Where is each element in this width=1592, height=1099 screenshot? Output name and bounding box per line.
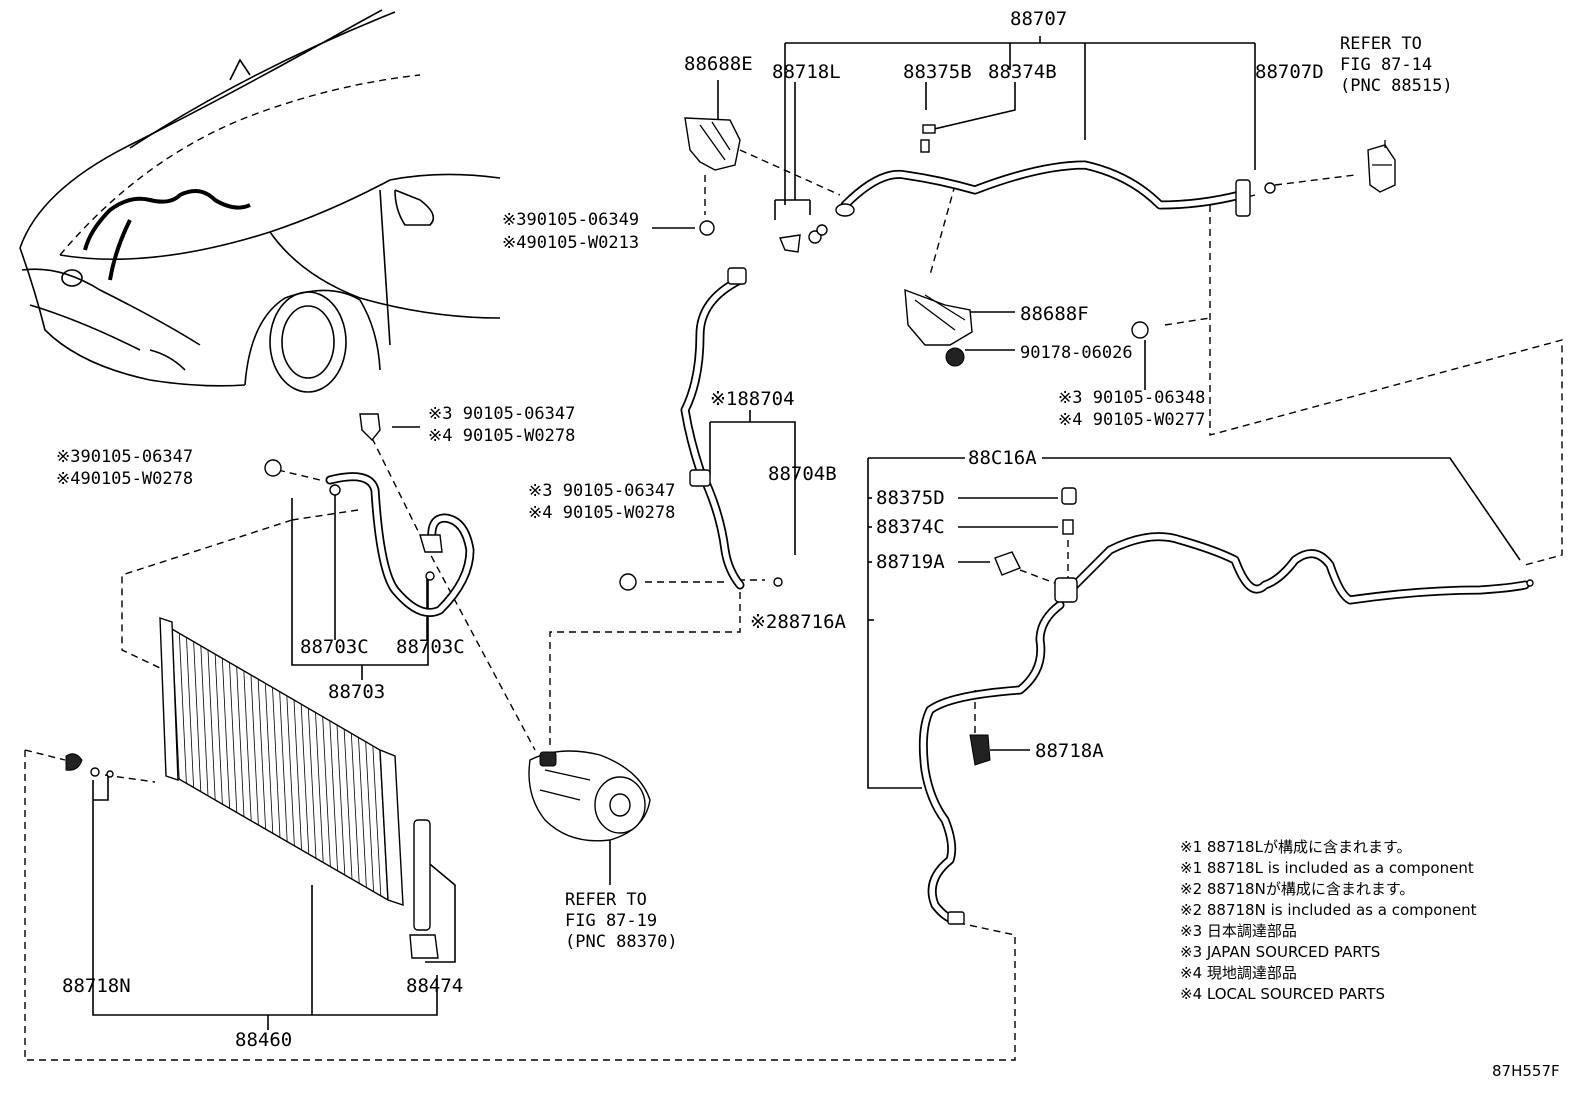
- label-88375D: 88375D: [876, 487, 945, 509]
- condenser-fin: [186, 637, 194, 788]
- label-88703C-1: 88703C: [300, 636, 369, 658]
- pipe-88707: [779, 124, 1276, 253]
- note-4-jp: ※4 現地調達部品: [1180, 964, 1297, 982]
- condenser-fin: [372, 745, 382, 896]
- label-88707: 88707: [1010, 8, 1067, 30]
- condenser-fin: [336, 724, 346, 876]
- label-88374C: 88374C: [876, 516, 945, 538]
- note-1-en: ※1 88718L is included as a component: [1180, 859, 1474, 877]
- label-88375B: 88375B: [903, 61, 972, 83]
- condenser-fin: [207, 649, 216, 801]
- condenser-fin: [343, 729, 353, 880]
- condenser-fin: [257, 679, 266, 830]
- label-88703C-2: 88703C: [396, 636, 465, 658]
- condenser-fin: [272, 687, 281, 838]
- condenser-fin: [243, 670, 252, 821]
- condenser-fin: [322, 716, 331, 867]
- refer-block-88515: [1367, 140, 1396, 193]
- label-bolt-W0213: ※490105-W0213: [502, 233, 639, 253]
- label-88719A: 88719A: [876, 551, 945, 573]
- compressor: [528, 750, 651, 842]
- label-88704B: 88704B: [768, 463, 837, 485]
- label-88716A: ※288716A: [750, 611, 847, 633]
- label-bolt-W0278-b: ※490105-W0278: [56, 469, 193, 489]
- condenser-fin: [250, 674, 259, 826]
- note-1-jp: ※1 88718Lが構成に含まれます。: [1180, 838, 1411, 856]
- part-labels: 88707 88688E 88718L 88375B 88374B 88707D…: [56, 8, 1453, 1051]
- condenser-fin: [365, 741, 374, 892]
- condenser-fin: [286, 695, 295, 846]
- condenser-fin: [358, 737, 367, 888]
- condenser-fin: [214, 654, 223, 805]
- label-88374B: 88374B: [988, 61, 1057, 83]
- refer-b-line3: (PNC 88370): [565, 932, 678, 952]
- note-2-en: ※2 88718N is included as a component: [1180, 901, 1477, 919]
- hose-88703: [264, 413, 475, 617]
- condenser-fin: [315, 712, 324, 863]
- label-bolt-06348: ※3 90105-06348: [1058, 388, 1205, 408]
- bracket-88688F: [904, 288, 1149, 367]
- hose-88704: [619, 267, 783, 591]
- label-bolt-06347-b: ※390105-06347: [56, 447, 193, 467]
- label-88703: 88703: [328, 681, 385, 703]
- refer-b-line1: REFER TO: [565, 890, 647, 910]
- condenser-fin: [279, 691, 288, 842]
- note-3-jp: ※3 日本調達部品: [1180, 922, 1297, 940]
- condenser-fin: [350, 733, 360, 884]
- condenser-fin: [300, 704, 310, 855]
- refer-a-line3: (PNC 88515): [1340, 76, 1453, 96]
- label-bolt-W0278-c: ※4 90105-W0278: [428, 426, 575, 446]
- label-bolt-06347-a: ※3 90105-06347: [528, 481, 675, 501]
- label-88704: ※188704: [710, 388, 795, 410]
- condenser-fin: [236, 666, 245, 817]
- bracket-88688E: [684, 117, 741, 236]
- label-88460: 88460: [235, 1029, 292, 1051]
- note-4-en: ※4 LOCAL SOURCED PARTS: [1180, 985, 1385, 1003]
- condenser-fin: [200, 645, 209, 796]
- condenser-fin: [178, 633, 187, 784]
- condenser-88460: [65, 617, 439, 959]
- refer-a-line2: FIG 87-14: [1340, 55, 1432, 75]
- label-88688E: 88688E: [684, 53, 753, 75]
- condenser-fin: [193, 641, 202, 792]
- label-bolt-W0277: ※4 90105-W0277: [1058, 410, 1205, 430]
- label-bolt-W0278-a: ※4 90105-W0278: [528, 503, 675, 523]
- condenser-fin: [264, 683, 274, 834]
- label-88688F: 88688F: [1020, 303, 1089, 325]
- condenser-fin: [307, 708, 317, 859]
- condenser-fin: [293, 699, 302, 851]
- label-88718L: 88718L: [772, 61, 841, 83]
- footnotes: ※1 88718Lが構成に含まれます。 ※1 88718L is include…: [1180, 838, 1477, 1003]
- condenser-fin: [221, 658, 230, 809]
- condenser-fin: [229, 662, 238, 813]
- label-88718N: 88718N: [62, 975, 131, 997]
- pipe-88C16A: [918, 487, 1534, 925]
- label-bolt-06347-c: ※3 90105-06347: [428, 404, 575, 424]
- label-bolt-06349: ※390105-06349: [502, 210, 639, 230]
- label-88718A: 88718A: [1035, 740, 1104, 762]
- diagram-code: 87H557F: [1492, 1062, 1560, 1080]
- condenser-fin: [329, 720, 338, 871]
- label-88C16A: 88C16A: [968, 447, 1037, 469]
- vehicle-illustration: [19, 9, 501, 393]
- refer-a-line1: REFER TO: [1340, 34, 1422, 54]
- label-88474: 88474: [406, 975, 463, 997]
- label-nut-90178-06026: 90178-06026: [1020, 343, 1133, 363]
- label-88707D: 88707D: [1255, 61, 1324, 83]
- refer-b-line2: FIG 87-19: [565, 911, 657, 931]
- note-2-jp: ※2 88718Nが構成に含まれます。: [1180, 880, 1414, 898]
- note-3-en: ※3 JAPAN SOURCED PARTS: [1180, 943, 1380, 961]
